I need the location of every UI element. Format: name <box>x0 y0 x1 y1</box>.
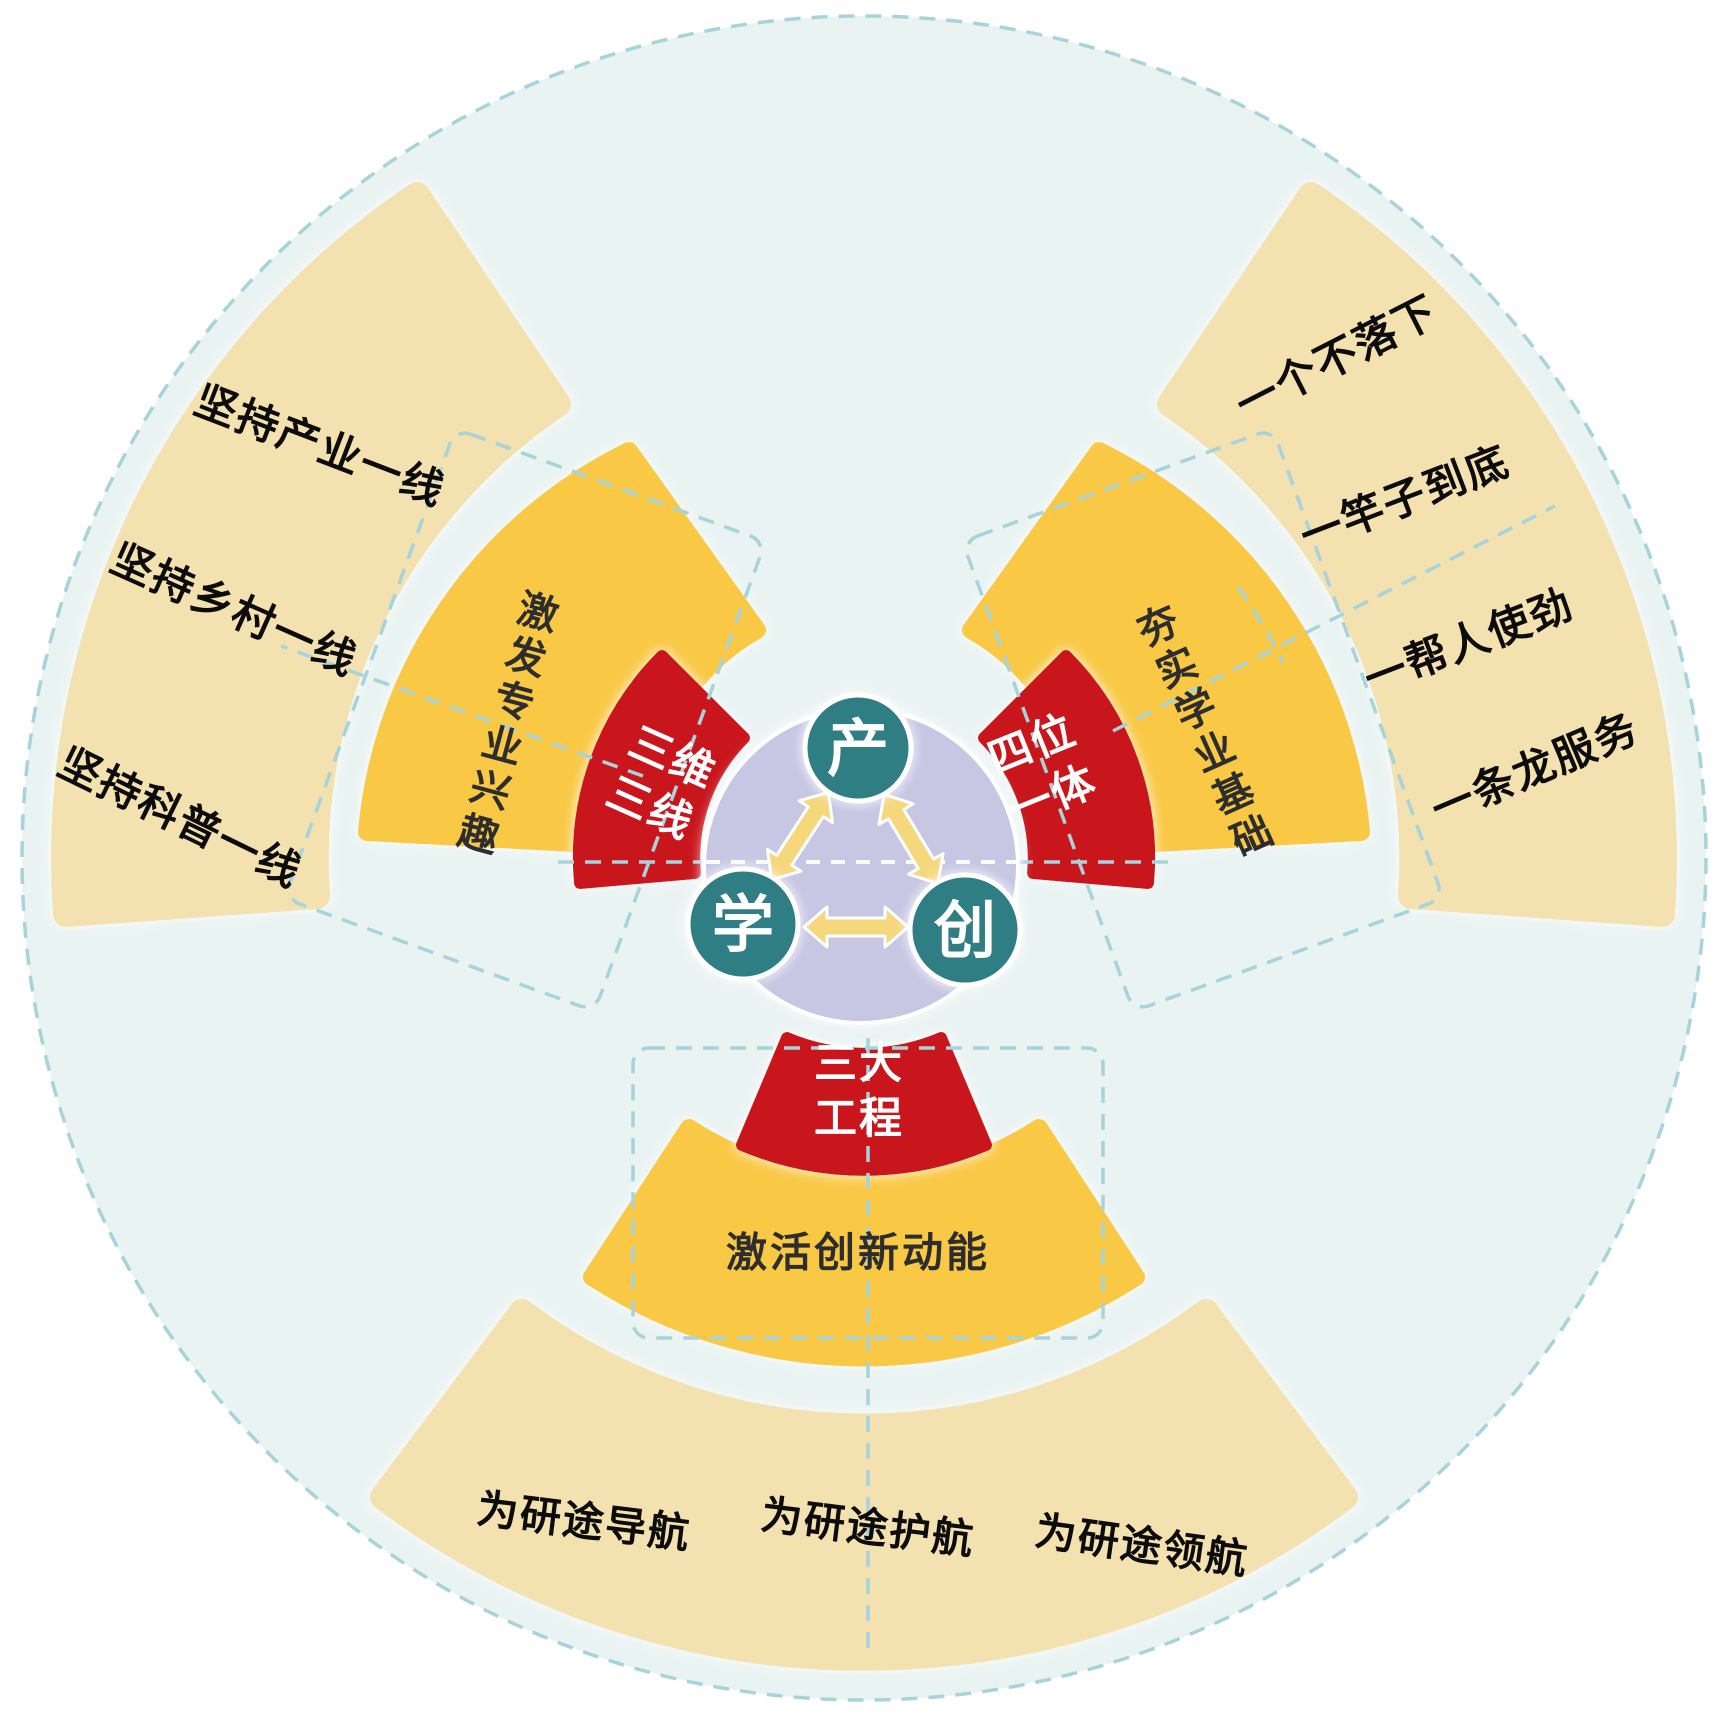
dashed-ray-left <box>280 644 644 778</box>
outer-sector-bottom <box>370 1299 1358 1671</box>
outer-sector-left <box>51 182 571 927</box>
dashed-frame-left <box>287 431 763 1009</box>
badge-label-bottom: 三大 工程 <box>814 1037 904 1147</box>
node-label-create: 创 <box>933 897 997 966</box>
badge-bottom-line1: 三大 <box>814 1039 904 1088</box>
dashed-circle-border <box>20 14 1708 1702</box>
node-label-produce: 产 <box>826 715 890 784</box>
node-circle-top <box>802 692 914 804</box>
wedge-label-bottom: 激活创新动能 <box>726 1229 990 1276</box>
inner-wedge-bottom <box>583 1119 1145 1367</box>
node-circle-left <box>685 866 801 982</box>
dashed-ray-right <box>1112 504 1556 733</box>
dashed-frame-right <box>965 431 1441 1009</box>
badge-bottom-line2: 工程 <box>814 1095 904 1143</box>
badge-arc-bottom <box>736 1032 992 1176</box>
node-circle-right <box>907 872 1023 988</box>
node-label-learn: 学 <box>711 891 775 960</box>
dashed-arc-right <box>1236 585 1285 664</box>
outer-sector-right <box>1157 182 1677 927</box>
